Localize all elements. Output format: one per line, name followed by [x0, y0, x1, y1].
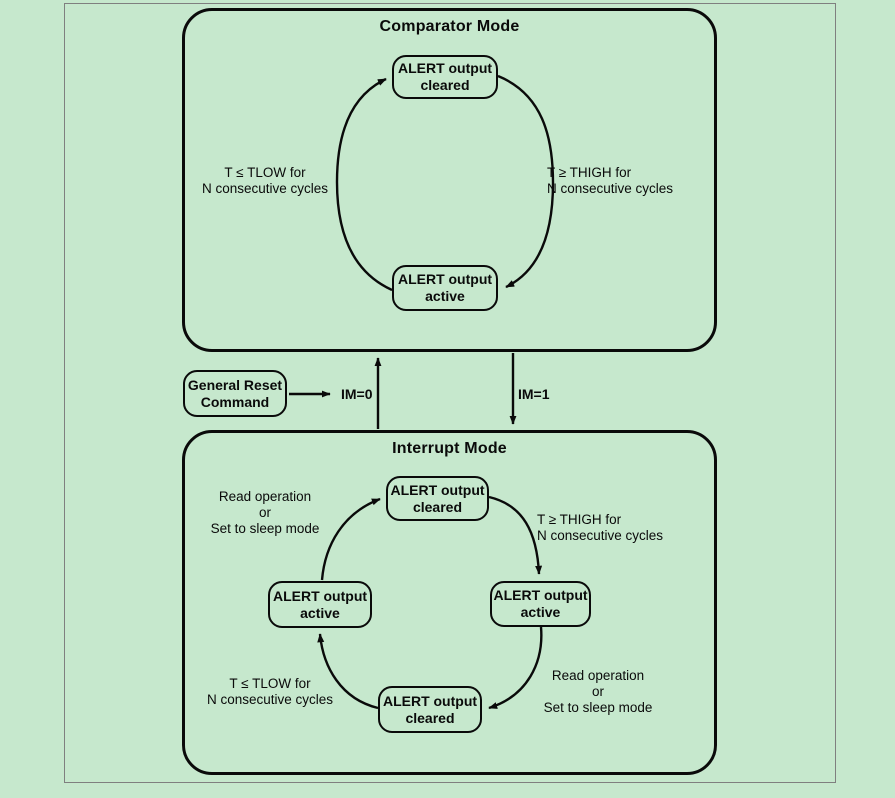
im0-label: IM=0	[341, 386, 373, 402]
interrupt-mode-container: Interrupt Mode	[182, 430, 717, 775]
state-interrupt-alert-active-left: ALERT output active	[268, 581, 372, 628]
state-comparator-alert-active: ALERT output active	[392, 265, 498, 311]
interrupt-mode-title: Interrupt Mode	[392, 440, 507, 457]
label-interrupt-thigh: T ≥ THIGH for N consecutive cycles	[537, 512, 664, 543]
state-interrupt-alert-active-right: ALERT output active	[490, 581, 591, 627]
outer-frame	[64, 3, 836, 783]
label-comparator-tlow: T ≤ TLOW for N consecutive cycles	[201, 165, 329, 196]
im1-label: IM=1	[518, 386, 550, 402]
comparator-mode-title: Comparator Mode	[379, 18, 520, 35]
state-interrupt-alert-cleared-top: ALERT output cleared	[386, 476, 489, 521]
label-interrupt-read-or-sleep-bottom: Read operation or Set to sleep mode	[543, 668, 653, 715]
label-interrupt-tlow: T ≤ TLOW for N consecutive cycles	[206, 676, 334, 707]
label-comparator-thigh: T ≥ THIGH for N consecutive cycles	[547, 165, 674, 196]
state-interrupt-alert-cleared-bottom: ALERT output cleared	[378, 686, 482, 733]
state-comparator-alert-cleared: ALERT output cleared	[392, 55, 498, 99]
general-reset-command-box: General Reset Command	[183, 370, 287, 417]
label-interrupt-read-or-sleep-top: Read operation or Set to sleep mode	[210, 489, 320, 536]
comparator-mode-container: Comparator Mode	[182, 8, 717, 352]
